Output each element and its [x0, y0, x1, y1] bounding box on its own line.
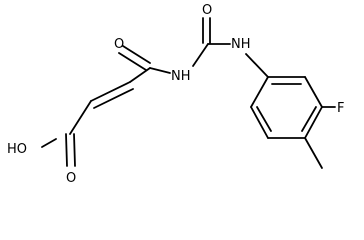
- bond-acid-c-alkene: [69, 100, 92, 135]
- structure-diagram: HO O O NH O NH F: [7, 3, 344, 186]
- label-imide-nh: NH: [171, 69, 191, 84]
- bond-nh-ring: [245, 53, 269, 78]
- bond-c-o-acid-double-b: [73, 133, 76, 167]
- label-carbonyl-oxygen-left: O: [114, 37, 124, 52]
- label-acid-oxygen: O: [66, 171, 76, 186]
- bond-ring-methyl: [304, 137, 323, 169]
- ring-bond-2: [304, 76, 323, 108]
- label-hydroxyl: HO: [7, 142, 27, 157]
- bond-alkene-double-a: [90, 81, 131, 102]
- label-fluorine: F: [337, 101, 344, 116]
- ring-bond-3: [304, 106, 323, 139]
- bond-carbonyl-nh: [149, 67, 171, 74]
- ring-inner-double-3: [256, 106, 272, 132]
- ring-inner-double-2: [301, 106, 317, 132]
- label-aniline-nh: NH: [231, 37, 251, 52]
- bond-nh-urea: [192, 43, 209, 67]
- bond-alkene-double-b: [93, 88, 134, 109]
- bond-alkene-carbonyl: [129, 67, 151, 83]
- ring-bond-6: [250, 76, 269, 108]
- label-carbonyl-oxygen-urea: O: [202, 3, 212, 18]
- molecule-drawing: HO O O NH O NH F: [7, 3, 344, 186]
- bond-carbonyl-left-double-a: [118, 52, 147, 71]
- ring-bond-5: [250, 106, 269, 139]
- bond-carbonyl-left-double-b: [122, 45, 151, 64]
- bond-ho-c: [41, 138, 57, 148]
- bond-c-o-acid-double-a: [65, 133, 68, 167]
